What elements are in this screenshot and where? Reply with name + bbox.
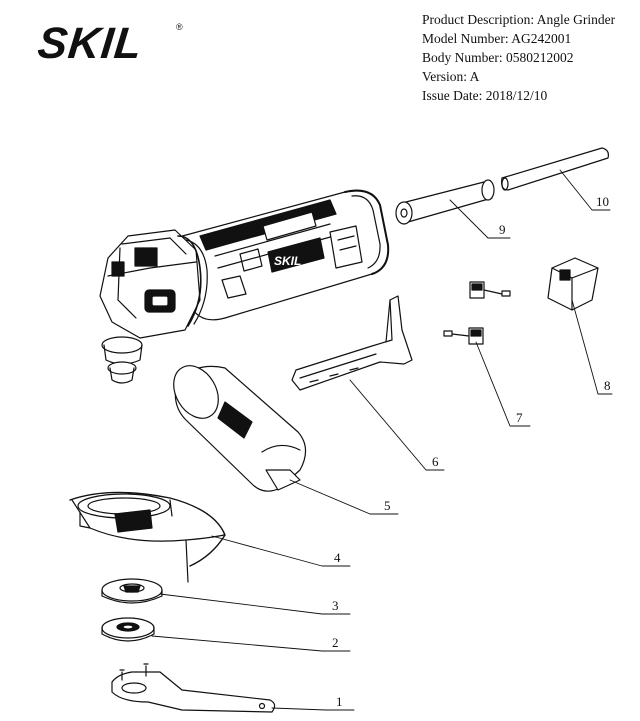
svg-text:SKIL: SKIL	[274, 254, 301, 268]
leader-6	[349, 379, 445, 471]
leader-8	[571, 299, 613, 395]
product-description: Product Description: Angle Grinder	[422, 12, 616, 27]
callout-1: 1	[336, 694, 343, 709]
part-side-handle	[173, 365, 307, 492]
callout-10: 10	[596, 194, 609, 209]
grinder-body: SKIL	[99, 189, 390, 384]
leader-1	[271, 707, 355, 711]
part-switch-module	[547, 257, 599, 311]
leader-2	[151, 635, 351, 652]
leader-lines	[151, 169, 613, 711]
product-info-block: Product Description: Angle Grinder Model…	[422, 10, 615, 105]
callout-4: 4	[334, 550, 341, 565]
part-sleeve-tube	[395, 179, 495, 225]
part-rod	[501, 147, 609, 191]
leader-7	[475, 341, 531, 427]
callout-2: 2	[332, 635, 339, 650]
callout-numbers: 10 9 8 7 6 5 4 3 2 1	[332, 194, 611, 709]
callout-3: 3	[332, 598, 339, 613]
version: Version: A	[422, 69, 480, 84]
leader-5	[289, 479, 399, 515]
skil-logo: SKIL ®	[35, 18, 188, 70]
leader-9	[449, 199, 511, 239]
callout-7: 7	[516, 410, 523, 425]
part-spanner-wrench	[111, 663, 276, 713]
registered-mark: ®	[176, 22, 183, 32]
leader-3	[159, 593, 351, 615]
part-carbon-brushes	[443, 281, 511, 345]
part-wheel-guard	[69, 491, 226, 583]
leader-4	[211, 535, 351, 567]
part-outer-flange-nut	[101, 578, 163, 604]
model-number: Model Number: AG242001	[422, 31, 572, 46]
leader-10	[559, 169, 611, 211]
callout-8: 8	[604, 378, 611, 393]
callout-6: 6	[432, 454, 439, 469]
body-number: Body Number: 0580212002	[422, 50, 574, 65]
part-battery-mount	[291, 295, 413, 391]
part-inner-flange	[101, 617, 155, 642]
issue-date: Issue Date: 2018/12/10	[422, 88, 548, 103]
callout-5: 5	[384, 498, 391, 513]
callout-9: 9	[499, 222, 506, 237]
